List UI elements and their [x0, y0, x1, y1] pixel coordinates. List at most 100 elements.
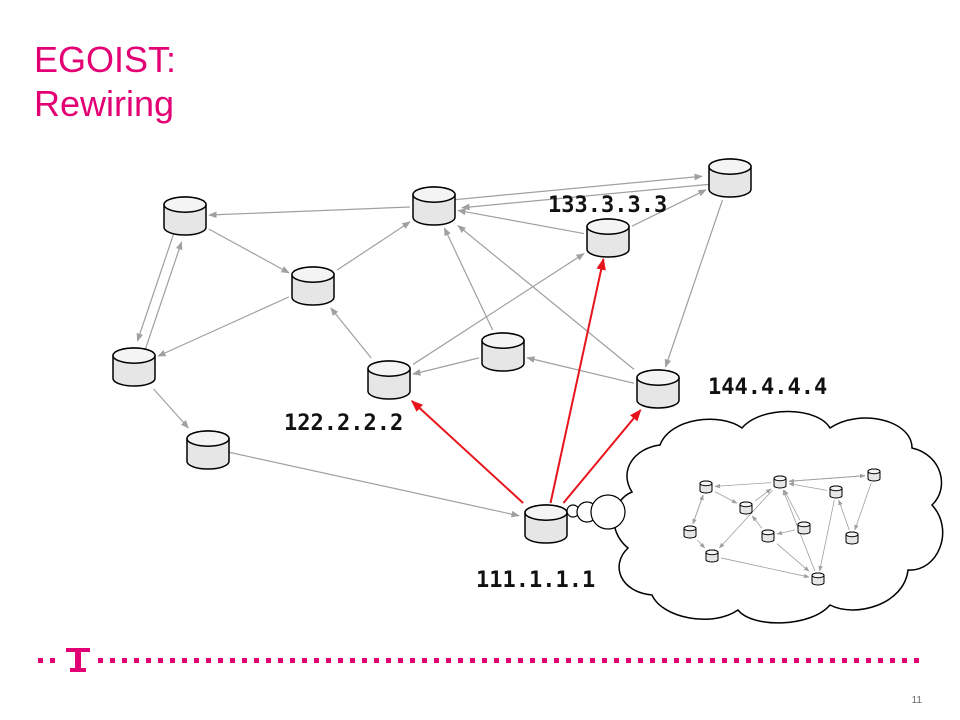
edge-i-h: [526, 356, 635, 384]
edge-b-c: [453, 173, 703, 201]
footer-dot: [266, 658, 271, 663]
footer-dot: [422, 658, 427, 663]
mini-edge-b-a: [714, 482, 772, 489]
footer-dot: [554, 658, 559, 663]
mini-edge-a-e: [714, 491, 738, 504]
mini-node-d: [867, 468, 881, 482]
edge-h-b: [443, 227, 494, 331]
footer-dot: [182, 658, 187, 663]
footer-dot: [842, 658, 847, 663]
mini-edge-g-h: [776, 529, 796, 536]
database-node-g: [367, 360, 411, 400]
footer-dot: [134, 658, 139, 663]
slide-title: EGOIST: Rewiring: [34, 38, 176, 126]
edge-a-e: [208, 228, 290, 274]
rewire-to-133: [549, 257, 606, 504]
footer-dot: [794, 658, 799, 663]
footer-dot: [38, 658, 43, 663]
footer-dot: [278, 658, 283, 663]
mini-edge-d-i: [854, 482, 872, 531]
edge-c-i: [664, 199, 724, 368]
edge-b-a: [208, 206, 411, 219]
footer-dot: [302, 658, 307, 663]
footer-dot: [602, 658, 607, 663]
footer-dot: [110, 658, 115, 663]
mini-edge-b-j: [718, 489, 773, 549]
footer-dot: [734, 658, 739, 663]
edge-d-b: [457, 208, 585, 235]
footer-dot: [782, 658, 787, 663]
footer-dot: [650, 658, 655, 663]
footer-dot: [854, 658, 859, 663]
cloud-icon: [566, 410, 944, 624]
footer-dot: [626, 658, 631, 663]
mini-edge-f-a: [692, 494, 704, 525]
footer-dot: [590, 658, 595, 663]
mini-node-e: [739, 501, 753, 515]
footer-dot: [758, 658, 763, 663]
mini-node-j: [705, 549, 719, 563]
page-number: 11: [911, 695, 922, 706]
footer-dot: [686, 658, 691, 663]
footer-dot: [902, 658, 907, 663]
footer-dot: [770, 658, 775, 663]
footer-dot: [326, 658, 331, 663]
footer-dot: [506, 658, 511, 663]
database-node-k: [524, 504, 568, 544]
footer-dot: [146, 658, 151, 663]
footer-dot: [314, 658, 319, 663]
telekom-t-logo-icon: [66, 648, 90, 672]
footer-dot: [458, 658, 463, 663]
footer-dot: [338, 658, 343, 663]
edge-e-b: [336, 221, 411, 271]
mini-edge-j-k: [720, 557, 810, 579]
mini-edge-h-e: [751, 515, 763, 529]
edge-f-j: [153, 388, 189, 429]
database-node-c: [708, 158, 752, 198]
footer-dot: [254, 658, 259, 663]
footer-dot: [494, 658, 499, 663]
database-node-a: [163, 196, 207, 236]
mini-node-h: [761, 529, 775, 543]
footer-dot: [206, 658, 211, 663]
footer-dot: [50, 658, 55, 663]
footer-dot: [386, 658, 391, 663]
footer-dot: [698, 658, 703, 663]
database-node-h: [481, 332, 525, 372]
footer-dot: [410, 658, 415, 663]
footer-dot: [866, 658, 871, 663]
footer-dot: [830, 658, 835, 663]
footer-dot: [446, 658, 451, 663]
footer-dot: [542, 658, 547, 663]
rewire-to-144: [562, 409, 642, 504]
footer-dot: [578, 658, 583, 663]
database-node-f: [112, 347, 156, 387]
footer-dot: [566, 658, 571, 663]
mini-node-b: [773, 475, 787, 489]
footer-dot: [674, 658, 679, 663]
footer-dot: [914, 658, 919, 663]
footer-dot: [530, 658, 535, 663]
edge-c-b: [461, 183, 711, 211]
footer-dot: [194, 658, 199, 663]
network-nodes: [112, 158, 752, 544]
label-122-2-2-2: 122.2.2.2: [284, 411, 403, 436]
title-line-1: EGOIST:: [34, 39, 177, 80]
footer-dot: [614, 658, 619, 663]
label-144-4-4-4: 144.4.4.4: [708, 375, 827, 400]
footer-dot: [434, 658, 439, 663]
database-node-i: [636, 369, 680, 409]
footer-dot: [722, 658, 727, 663]
footer-dot: [710, 658, 715, 663]
mini-edge-e-b: [754, 488, 772, 502]
edge-i-b: [457, 225, 635, 370]
footer-dot: [806, 658, 811, 663]
footer-dot: [398, 658, 403, 663]
footer-dot: [98, 658, 103, 663]
footer-dot: [890, 658, 895, 663]
footer-dot: [242, 658, 247, 663]
mini-node-c: [829, 485, 843, 499]
footer-dot: [230, 658, 235, 663]
